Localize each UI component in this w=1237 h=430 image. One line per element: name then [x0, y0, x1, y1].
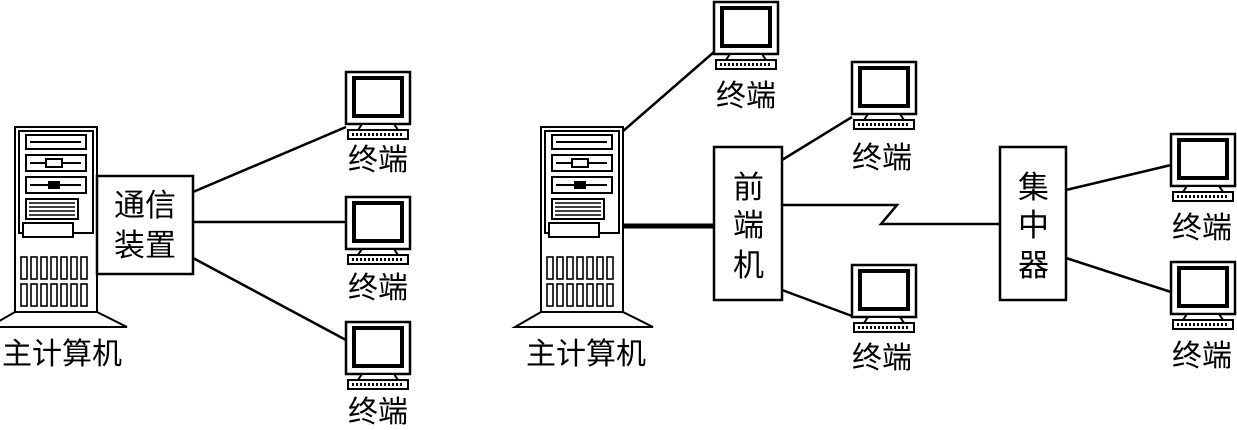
- terminal-icon: [850, 263, 918, 334]
- terminal-label: 终端: [348, 395, 408, 430]
- concentrator-label: 器: [1018, 248, 1049, 284]
- right-diagram: 主计算机 前 端 机 集 中 器 终端 终端 终端 终端 终端: [514, 0, 1237, 376]
- host-label: 主计算机: [526, 337, 646, 372]
- terminal-label: 终端: [348, 271, 408, 306]
- comm-device-box: [95, 174, 195, 276]
- terminal-icon: [1169, 260, 1237, 331]
- terminal-label: 终端: [716, 79, 776, 114]
- terminal-icon: [344, 195, 412, 266]
- link-conc-terminal-upper: [1065, 163, 1172, 192]
- host-label: 主计算机: [2, 337, 122, 372]
- terminal-label: 终端: [852, 141, 912, 176]
- link-fe-terminal-lower: [781, 288, 853, 318]
- concentrator-box: [998, 145, 1068, 302]
- left-diagram: 主计算机 通信 装置 终端 终端 终端: [0, 70, 412, 430]
- terminal-icon: [850, 60, 918, 131]
- terminal-icon: [712, 0, 780, 71]
- terminal-label: 终端: [852, 341, 912, 376]
- link-conc-terminal-lower: [1065, 256, 1172, 294]
- front-end-box: [712, 145, 784, 302]
- link-device-terminal-1: [192, 125, 347, 194]
- concentrator-label: 中: [1018, 208, 1049, 244]
- front-end-label: 端: [733, 208, 764, 244]
- terminal-icon: [344, 320, 412, 391]
- front-end-label: 前: [733, 170, 764, 206]
- link-fe-terminal-upper: [781, 115, 853, 162]
- comm-device-label-line2: 装置: [114, 228, 176, 264]
- comm-device-label-line1: 通信: [114, 188, 176, 224]
- terminal-label: 终端: [348, 143, 408, 178]
- link-host-top-terminal: [621, 51, 715, 133]
- link-fe-concentrator: [782, 203, 1000, 226]
- terminal-label: 终端: [1172, 211, 1232, 246]
- concentrator-label: 集: [1018, 170, 1049, 206]
- front-end-label: 机: [733, 248, 764, 284]
- terminal-icon: [1169, 132, 1237, 203]
- link-device-terminal-3: [192, 256, 347, 342]
- terminal-icon: [344, 70, 412, 141]
- terminal-label: 终端: [1172, 339, 1232, 374]
